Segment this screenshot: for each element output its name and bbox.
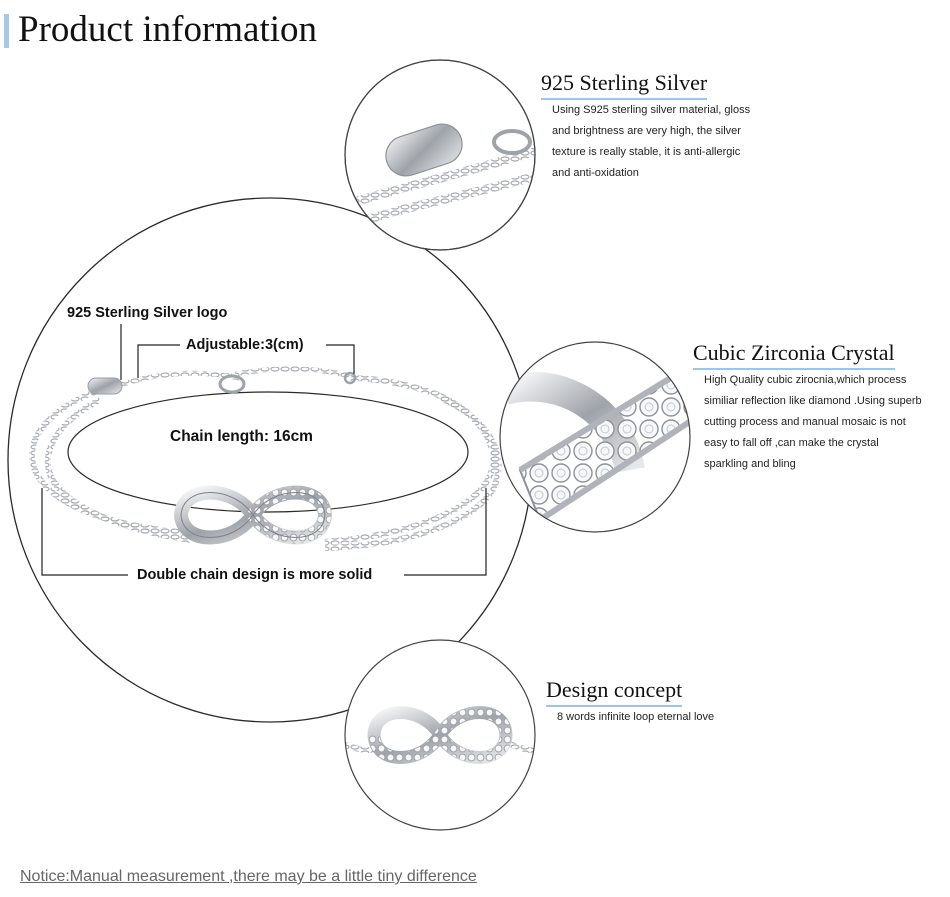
feature-description-line: cutting process and manual mosaic is not	[704, 416, 906, 428]
feature-description-line: sparkling and bling	[704, 458, 796, 470]
double-chain-annotation: Double chain design is more solid	[137, 567, 373, 583]
logo-tag	[87, 377, 123, 395]
feature-description-line: High Quality cubic zirocnia,which proces…	[704, 374, 907, 386]
page-title: Product information	[18, 9, 318, 50]
feature-description-line: and brightness are very high, the silver	[552, 125, 741, 137]
feature-description-line: 8 words infinite loop eternal love	[557, 711, 715, 723]
feature-description-line: similiar reflection like diamond .Using …	[704, 395, 922, 407]
feature-title: 925 Sterling Silver	[541, 70, 708, 100]
feature-description-line: texture is really stable, it is anti-all…	[552, 146, 741, 158]
feature-description-line: easy to fall off ,can make the crystal	[704, 437, 879, 449]
detail-circle-infinity	[344, 639, 536, 831]
feature-cubic-zirconia: Cubic Zirconia Crystal High Quality cubi…	[693, 340, 945, 475]
feature-description: 8 words infinite loop eternal love	[546, 707, 876, 728]
adjustable-annotation: Adjustable:3(cm)	[186, 337, 304, 353]
feature-description-line: and anti-oxidation	[552, 167, 639, 179]
feature-description: High Quality cubic zirocnia,which proces…	[693, 370, 945, 475]
detail-circle-zirconia	[499, 341, 691, 533]
chain-length-annotation: Chain length: 16cm	[170, 428, 313, 445]
clasp	[218, 374, 246, 394]
title-accent-bar	[4, 14, 9, 48]
bracelet-chains	[28, 366, 502, 551]
feature-title: Design concept	[546, 677, 683, 707]
infinity-pendant	[173, 485, 333, 545]
feature-title: Cubic Zirconia Crystal	[693, 340, 895, 370]
feature-sterling-silver: 925 Sterling Silver Using S925 sterling …	[541, 70, 871, 184]
feature-description: Using S925 sterling silver material, glo…	[541, 100, 871, 184]
logo-annotation: 925 Sterling Silver logo	[67, 305, 228, 321]
feature-description-line: Using S925 sterling silver material, glo…	[552, 104, 751, 116]
chain-length-ellipse	[67, 391, 469, 513]
detail-circle-tag	[344, 59, 536, 251]
notice-text: Notice:Manual measurement ,there may be …	[20, 868, 477, 885]
annotation-lines	[41, 324, 487, 576]
feature-design-concept: Design concept 8 words infinite loop ete…	[546, 677, 876, 728]
